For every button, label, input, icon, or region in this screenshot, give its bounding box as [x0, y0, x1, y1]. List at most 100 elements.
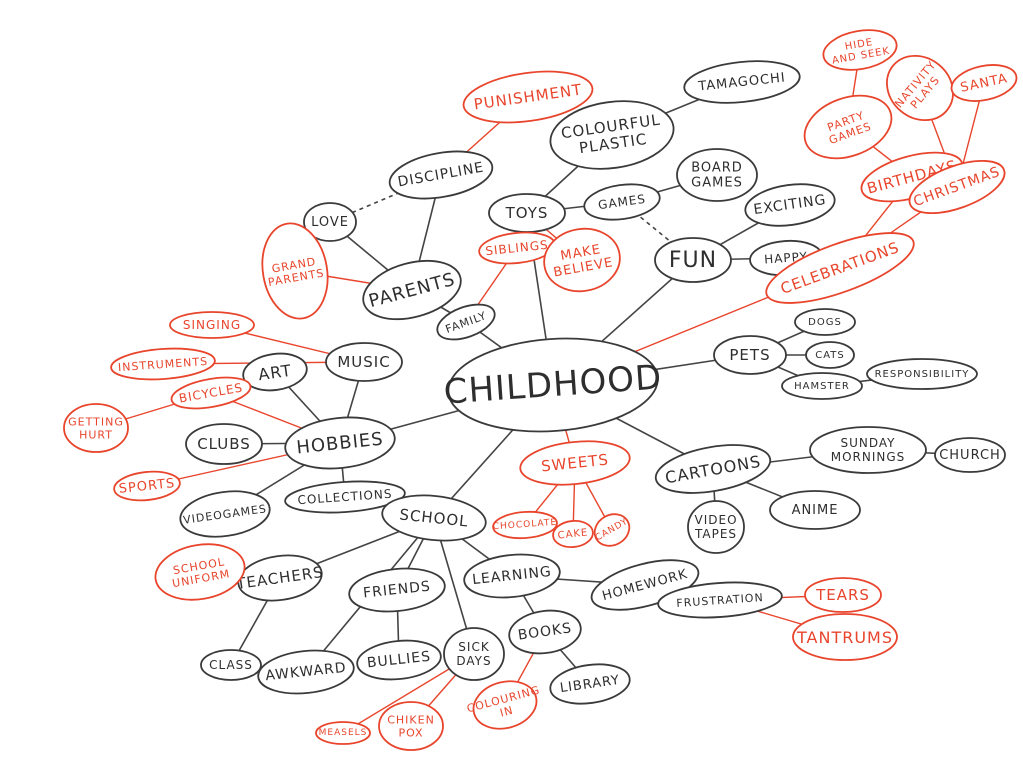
node-nativity-plays: NATIVITYPLAYS — [886, 54, 954, 122]
node-toys: TOYS — [488, 193, 566, 233]
node-bubble — [303, 202, 357, 242]
node-bubble — [261, 222, 329, 320]
node-chocolate: CHOCOLATE — [492, 510, 558, 540]
node-bullies: BULLIES — [356, 639, 442, 681]
node-bubble — [462, 70, 594, 124]
node-cats: CATS — [805, 341, 855, 369]
node-label-line: SINGING — [183, 318, 241, 332]
node-anime: ANIME — [769, 490, 861, 530]
node-measels: MEASELS — [315, 721, 371, 745]
node-bubble — [169, 311, 255, 339]
node-bubble — [804, 577, 882, 613]
node-label: BOOKS — [517, 620, 573, 643]
node-hide-and-seek: HIDEAND SEEK — [822, 29, 898, 71]
node-bubble — [436, 303, 496, 341]
node-label: RESPONSIBILITY — [875, 369, 970, 380]
node-cake: CAKE — [552, 520, 594, 548]
node-label-line: INSTRUMENTS — [118, 354, 209, 373]
node-bubble — [744, 183, 836, 227]
node-party-games: PARTYGAMES — [803, 94, 893, 160]
node-label: BULLIES — [366, 649, 432, 672]
node-label: SIBLINGS — [485, 238, 550, 259]
node-bubble — [443, 627, 505, 681]
node-bubble — [822, 29, 898, 71]
node-tears: TEARS — [804, 577, 882, 613]
node-label-line: CHURCH — [939, 448, 1001, 463]
node-school: SCHOOL — [381, 494, 487, 542]
node-bubble — [492, 510, 558, 540]
node-awkward: AWKWARD — [257, 649, 355, 695]
node-bubble — [593, 513, 631, 547]
node-label-line: RESPONSIBILITY — [875, 369, 970, 380]
node-bubble — [794, 308, 856, 336]
mind-map-nodes: CHILDHOODTOYSCOLOURFULPLASTICTAMAGOCHIGA… — [63, 29, 1018, 751]
node-frustration: FRUSTRATION — [657, 581, 783, 619]
node-bubble — [388, 150, 494, 200]
node-label-line: BULLIES — [366, 649, 432, 672]
node-punishment: PUNISHMENT — [462, 70, 594, 124]
node-label: ANIME — [792, 503, 839, 518]
node-hobbies: HOBBIES — [284, 416, 396, 470]
node-bubble — [543, 227, 621, 293]
node-bubble — [676, 148, 758, 202]
node-bubble — [315, 721, 371, 745]
node-label-line: PETS — [729, 346, 770, 364]
node-label: LOVE — [311, 215, 349, 230]
node-bubble — [654, 237, 732, 283]
node-bubble — [809, 426, 927, 474]
node-videogames: VIDEOGAMES — [179, 490, 271, 538]
node-colourful-plastic: COLOURFULPLASTIC — [549, 100, 675, 170]
node-label-line: MAKE — [559, 242, 602, 264]
node-label-line: ANIME — [792, 503, 839, 518]
node-label-line: CHIKEN — [387, 713, 435, 726]
node-label-line: GAMES — [691, 175, 743, 190]
node-bubble — [886, 54, 954, 122]
node-bubble — [237, 554, 323, 602]
node-label: FRIENDS — [362, 578, 431, 601]
node-bubble — [519, 440, 631, 486]
node-label: COLLECTIONS — [297, 487, 393, 508]
node-church: CHURCH — [934, 437, 1006, 473]
node-class: CLASS — [200, 649, 262, 681]
node-exciting: EXCITING — [744, 183, 836, 227]
node-label: CLUBS — [197, 435, 251, 453]
node-label-line: COLLECTIONS — [297, 487, 393, 508]
node-colouring-in: COLOURINGIN — [465, 680, 541, 730]
node-bubble — [508, 609, 582, 655]
node-label: ART — [257, 360, 293, 384]
node-label-line: MEASELS — [319, 728, 368, 738]
node-label-line: CHOCOLATE — [493, 518, 558, 532]
node-label-line: MORNINGS — [831, 450, 906, 464]
node-label: PETS — [729, 346, 770, 364]
node-bubble — [472, 680, 538, 730]
node-tamagochi: TAMAGOCHI — [683, 60, 801, 104]
node-label-line: LOVE — [311, 215, 349, 230]
node-label-line: CAKE — [557, 527, 589, 541]
node-bubble — [934, 437, 1006, 473]
node-bubble — [781, 372, 863, 400]
node-santa: SANTA — [950, 64, 1018, 102]
node-label-line: CLASS — [209, 658, 253, 672]
node-label: TEARS — [815, 586, 870, 604]
node-label-line: TEARS — [815, 586, 870, 604]
node-sports: SPORTS — [113, 470, 181, 502]
node-label: SPORTS — [118, 476, 176, 497]
node-bubble — [63, 403, 129, 453]
node-bubble — [185, 423, 263, 465]
node-bubble — [657, 581, 783, 619]
node-label-line: HIDE — [844, 36, 874, 52]
node-bubble — [284, 480, 406, 514]
node-label-line: VIDEO — [694, 513, 737, 527]
node-library: LIBRARY — [549, 663, 631, 705]
node-bubble — [113, 470, 181, 502]
node-bubble — [110, 347, 216, 381]
node-label-line: FUN — [669, 248, 717, 273]
node-books: BOOKS — [508, 609, 582, 655]
node-school-uniform: SCHOOLUNIFORM — [154, 543, 246, 601]
